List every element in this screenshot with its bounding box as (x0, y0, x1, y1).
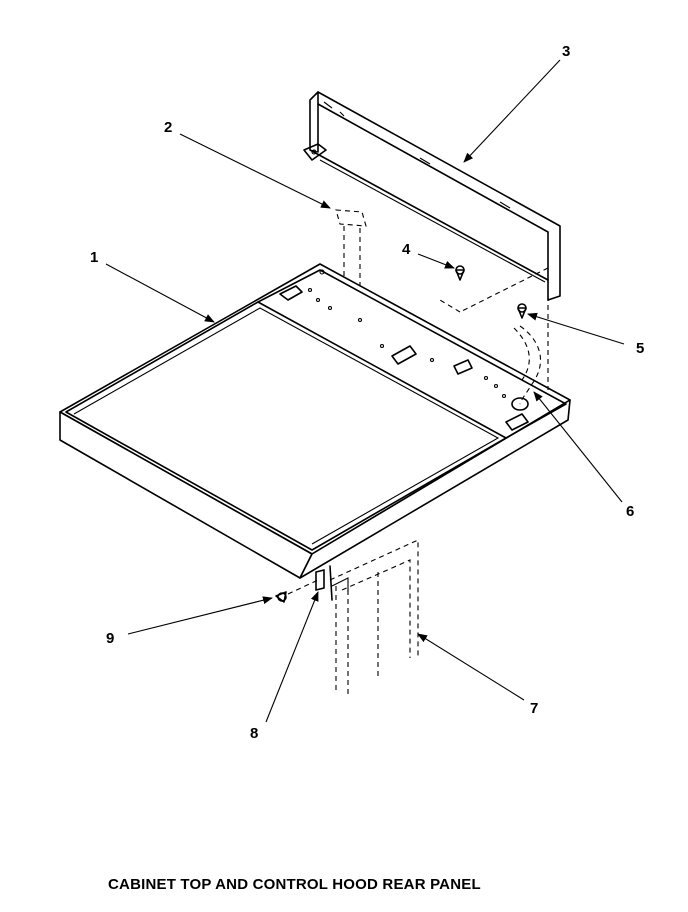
cabinet-side-panel (329, 539, 419, 694)
callout-1: 1 (90, 249, 98, 266)
screw-4 (455, 265, 465, 281)
leader-lines (105, 59, 625, 723)
mounting-bracket-8 (315, 569, 325, 591)
callout-5: 5 (636, 340, 644, 357)
callout-8: 8 (250, 725, 258, 742)
diagram-caption: CABINET TOP AND CONTROL HOOD REAR PANEL (108, 876, 481, 893)
screw-9 (275, 579, 319, 603)
callout-2: 2 (164, 119, 172, 136)
screw-5 (517, 303, 527, 319)
callout-3: 3 (562, 43, 570, 60)
callout-6: 6 (626, 503, 634, 520)
callout-7: 7 (530, 700, 538, 717)
cabinet-top (59, 263, 571, 579)
callout-4: 4 (402, 241, 411, 258)
callout-9: 9 (106, 630, 114, 647)
